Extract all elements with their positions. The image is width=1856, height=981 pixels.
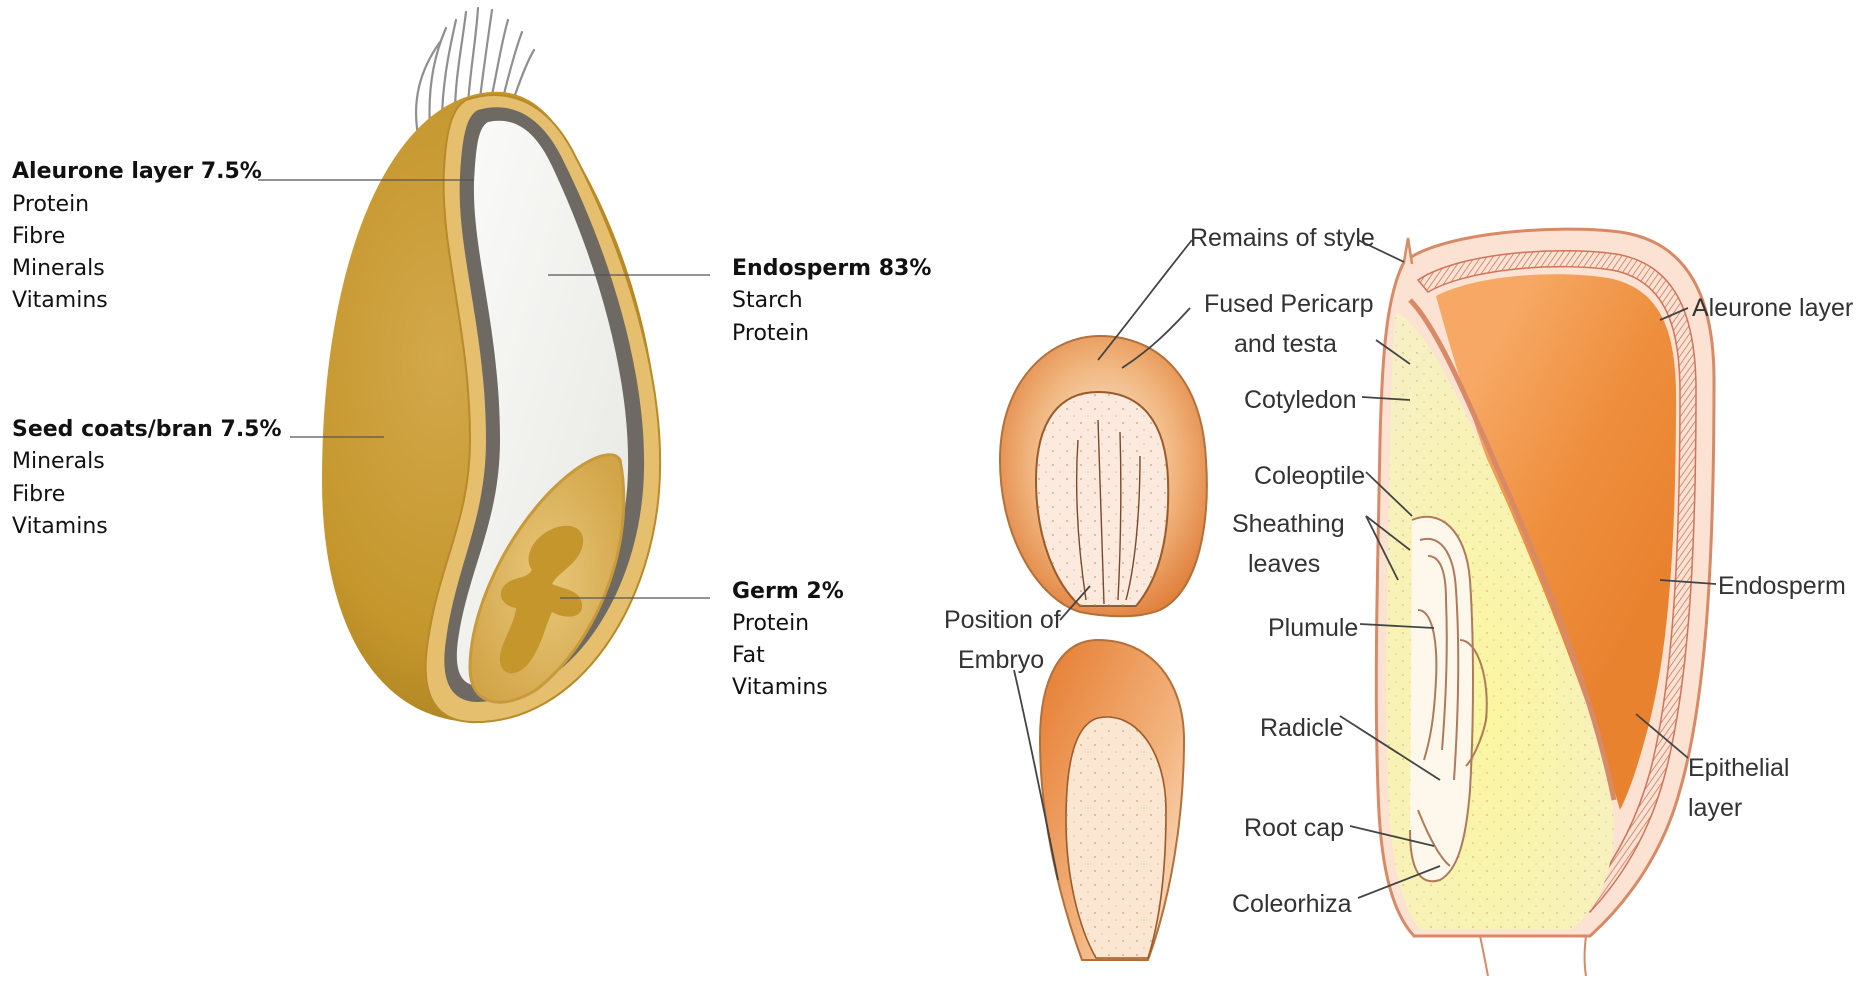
maize-section [1376,229,1714,976]
germ-item: Protein [732,611,809,636]
endosperm-item: Starch [732,288,803,313]
germ-item: Fat [732,643,765,668]
radicle-label: Radicle [1260,714,1343,742]
fused-pericarp-label-2: and testa [1234,330,1337,358]
position-of-embryo-label-2: Embryo [958,646,1044,674]
endosperm-label-group: Endosperm 83% Starch Protein [732,256,931,346]
epithelial-layer-label-2: layer [1688,794,1742,822]
aleurone-layer-label: Aleurone layer [1692,294,1853,322]
aleurone-item: Minerals [12,256,105,281]
maize-kernel-side [1040,640,1184,960]
aleurone-label-group: Aleurone layer 7.5% Protein Fibre Minera… [12,159,262,313]
aleurone-item: Vitamins [12,288,108,313]
coleoptile-label: Coleoptile [1254,462,1365,490]
coleorhiza-label: Coleorhiza [1232,890,1352,918]
germ-title: Germ 2% [732,579,844,604]
bran-title: Seed coats/bran 7.5% [12,417,282,442]
maize-diagram: Remains of style Fused Pericarp and test… [944,224,1853,976]
germ-label-group: Germ 2% Protein Fat Vitamins [732,579,844,700]
bran-item: Fibre [12,482,65,507]
endosperm-item: Protein [732,321,809,346]
plumule-label: Plumule [1268,614,1358,642]
epithelial-layer-label: Epithelial [1688,754,1789,782]
sheathing-leaves-label-2: leaves [1248,550,1320,578]
endosperm-title: Endosperm 83% [732,256,931,281]
cotyledon-label: Cotyledon [1244,386,1357,414]
fused-pericarp-label: Fused Pericarp [1204,290,1374,318]
aleurone-title: Aleurone layer 7.5% [12,159,262,184]
wheat-kernel: Aleurone layer 7.5% Protein Fibre Minera… [12,8,931,722]
sheathing-leaves-label: Sheathing [1232,510,1345,538]
remains-of-style-label: Remains of style [1190,224,1375,252]
maize-kernel-top [1000,336,1207,616]
position-of-embryo-label: Position of [944,606,1061,634]
aleurone-item: Fibre [12,224,65,249]
root-cap-label: Root cap [1244,814,1344,842]
bran-item: Vitamins [12,514,108,539]
aleurone-item: Protein [12,192,89,217]
endosperm-maize-label: Endosperm [1718,572,1846,600]
bran-label-group: Seed coats/bran 7.5% Minerals Fibre Vita… [12,417,282,539]
germ-item: Vitamins [732,675,828,700]
bran-item: Minerals [12,449,105,474]
